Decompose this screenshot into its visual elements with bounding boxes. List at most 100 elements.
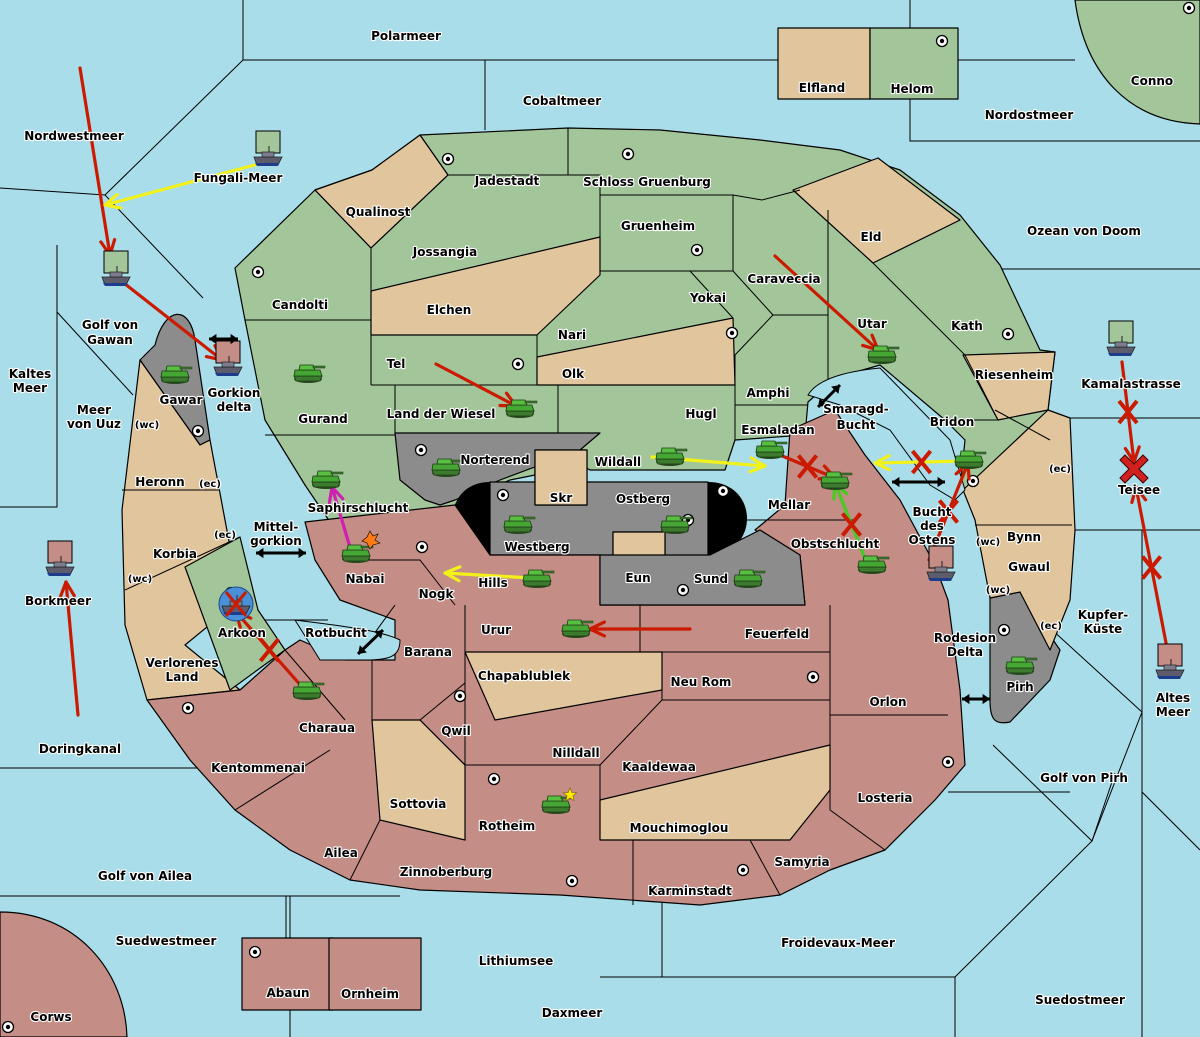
sea-label-meer-von-uuz[interactable]: Meer [76, 402, 112, 418]
territory-label-kentommenai[interactable]: Kentommenai [210, 760, 306, 776]
territory-label-qwil[interactable]: Qwil [440, 723, 472, 739]
territory-label-charaua[interactable]: Charaua [298, 720, 356, 736]
territory-label-losteria[interactable]: Losteria [856, 790, 913, 806]
sea-label-nordwestmeer[interactable]: Nordwestmeer [23, 128, 125, 144]
territory-label-nilldall[interactable]: Nilldall [551, 745, 600, 761]
territory-label-mellar[interactable]: Mellar [767, 497, 812, 513]
territory-label-olk[interactable]: Olk [561, 366, 587, 382]
sea-label-rotbucht[interactable]: Rotbucht [304, 625, 368, 641]
territory-label-conno[interactable]: Conno [1130, 73, 1175, 89]
sea-label-gorkion-delta[interactable]: delta [216, 399, 253, 415]
territory-label-gurand[interactable]: Gurand [297, 411, 349, 427]
sea-label-smaragd-bucht[interactable]: Smaragd- [822, 401, 890, 417]
territory-label-elfland[interactable]: Elfland [798, 80, 847, 96]
sea-label-bucht-des-ostens[interactable]: des [919, 518, 945, 534]
territory-label-jossangia[interactable]: Jossangia [411, 244, 479, 260]
sea-label-bucht-des-ostens[interactable]: Ostens [907, 532, 956, 548]
sea-label-meer-von-uuz[interactable]: von Uuz [66, 416, 122, 432]
sea-label-golf-von-gawan[interactable]: Golf von [81, 317, 139, 333]
territory-label-yokai[interactable]: Yokai [688, 290, 727, 306]
sea-label-golf-von-ailea[interactable]: Golf von Ailea [97, 868, 193, 884]
territory-label-nari[interactable]: Nari [557, 327, 587, 343]
fleet-unit[interactable] [213, 340, 243, 377]
territory-label-amphi[interactable]: Amphi [745, 385, 790, 401]
fleet-unit[interactable] [101, 250, 131, 287]
territory-label-caraveccia[interactable]: Caraveccia [746, 271, 822, 287]
territory-label-mouchimoglou[interactable]: Mouchimoglou [629, 820, 730, 836]
territory-label-norterend[interactable]: Norterend [459, 452, 530, 468]
sea-label-doringkanal[interactable]: Doringkanal [38, 741, 122, 757]
territory-label-nabai[interactable]: Nabai [344, 571, 385, 587]
territory-label-riesenheim[interactable]: Riesenheim [974, 367, 1055, 383]
army-unit[interactable] [341, 530, 381, 564]
territory-label-hugl[interactable]: Hugl [684, 406, 717, 422]
sea-label-kupfer-kueste[interactable]: Kupfer- [1077, 607, 1130, 623]
territory-label-gruenheim[interactable]: Gruenheim [620, 218, 696, 234]
territory-label-arkoon[interactable]: Arkoon [217, 625, 267, 641]
territory-label-gwaul[interactable]: Gwaul [1007, 559, 1051, 575]
territory-label-karminstadt[interactable]: Karminstadt [647, 883, 733, 899]
fleet-unit[interactable] [253, 130, 283, 167]
sea-label-fungali-meer[interactable]: Fungali-Meer [193, 170, 284, 186]
territory-label-rotheim[interactable]: Rotheim [478, 818, 537, 834]
territory-label-ornheim[interactable]: Ornheim [340, 986, 400, 1002]
sea-label-altes-meer[interactable]: Meer [1155, 704, 1191, 720]
territory-label-ostberg[interactable]: Ostberg [615, 491, 672, 507]
sea-label-kaltes-meer[interactable]: Kaltes [8, 366, 53, 382]
territory-label-skr[interactable]: Skr [549, 490, 574, 506]
territory-label-orlon[interactable]: Orlon [868, 694, 907, 710]
sea-label-ozean-von-doom[interactable]: Ozean von Doom [1026, 223, 1142, 239]
territory-label-helom[interactable]: Helom [889, 81, 934, 97]
territory-label-zinnoberburg[interactable]: Zinnoberburg [399, 864, 494, 880]
sea-label-golf-von-pirh[interactable]: Golf von Pirh [1039, 770, 1129, 786]
fleet-unit[interactable] [45, 540, 75, 577]
sea-label-lithiumsee[interactable]: Lithiumsee [478, 953, 555, 969]
fleet-unit[interactable] [1106, 320, 1136, 357]
territory-label-eld[interactable]: Eld [859, 229, 882, 245]
territory-label-sottovia[interactable]: Sottovia [389, 796, 448, 812]
sea-label-mittel-gorkion[interactable]: Mittel- [253, 519, 300, 535]
sea-label-suedwestmeer[interactable]: Suedwestmeer [115, 933, 218, 949]
territory-label-neu-rom[interactable]: Neu Rom [669, 674, 732, 690]
territory-label-abaun[interactable]: Abaun [265, 985, 310, 1001]
territory-label-samyria[interactable]: Samyria [773, 854, 830, 870]
sea-label-cobaltmeer[interactable]: Cobaltmeer [522, 93, 603, 109]
territory-label-qualinost[interactable]: Qualinost [345, 204, 412, 220]
territory-label-urur[interactable]: Urur [480, 622, 512, 638]
sea-label-altes-meer[interactable]: Altes [1155, 690, 1192, 706]
territory-label-eun[interactable]: Eun [624, 570, 651, 586]
territory-label-obstschlucht[interactable]: Obstschlucht [790, 536, 881, 552]
sea-label-rodesion-delta[interactable]: Delta [946, 644, 984, 660]
territory-label-utar[interactable]: Utar [856, 316, 888, 332]
territory-label-bynn[interactable]: Bynn [1006, 529, 1042, 545]
territory-label-gawar[interactable]: Gawar [158, 392, 203, 408]
territory-label-tel[interactable]: Tel [385, 356, 406, 372]
territory-label-corws[interactable]: Corws [29, 1009, 72, 1025]
territory-label-chapablublek[interactable]: Chapablublek [477, 668, 572, 684]
sea-label-teisee[interactable]: Teisee [1117, 482, 1161, 498]
territory-label-esmaladan[interactable]: Esmaladan [740, 422, 816, 438]
territory-label-nogk[interactable]: Nogk [417, 586, 455, 602]
territory-label-jadestadt[interactable]: Jadestadt [473, 173, 541, 189]
territory-label-verlorenes-land[interactable]: Verlorenes [144, 655, 219, 671]
territory-label-candolti[interactable]: Candolti [271, 297, 329, 313]
territory-label-ailea[interactable]: Ailea [323, 845, 359, 861]
territory-label-bridon[interactable]: Bridon [929, 414, 976, 430]
territory-label-hills[interactable]: Hills [477, 575, 509, 591]
sea-label-borkmeer[interactable]: Borkmeer [24, 593, 92, 609]
territory-label-schloss-gruenburg[interactable]: Schloss Gruenburg [582, 174, 712, 190]
sea-label-bucht-des-ostens[interactable]: Bucht [911, 504, 953, 520]
sea-label-suedostmeer[interactable]: Suedostmeer [1034, 992, 1126, 1008]
fleet-unit[interactable] [1155, 643, 1185, 680]
territory-label-sund[interactable]: Sund [693, 571, 730, 587]
sea-label-nordostmeer[interactable]: Nordostmeer [984, 107, 1075, 123]
territory-label-heronn[interactable]: Heronn [134, 474, 186, 490]
territory-label-elchen[interactable]: Elchen [426, 302, 473, 318]
sea-label-rodesion-delta[interactable]: Rodesion [933, 630, 997, 646]
territory-label-korbia[interactable]: Korbia [152, 546, 198, 562]
territory-label-feuerfeld[interactable]: Feuerfeld [744, 626, 811, 642]
territory-label-westberg[interactable]: Westberg [503, 539, 570, 555]
territory-label-wildall[interactable]: Wildall [594, 454, 643, 470]
territory-label-kath[interactable]: Kath [950, 318, 984, 334]
fleet-unit[interactable] [218, 586, 254, 622]
